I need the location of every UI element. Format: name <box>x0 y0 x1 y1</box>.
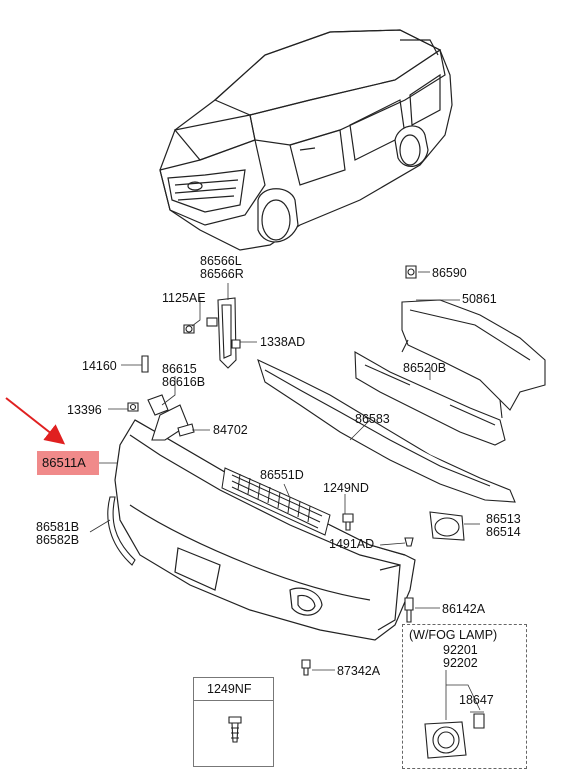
reinforcement-86583 <box>257 358 516 503</box>
callout-13396: 13396 <box>67 403 102 417</box>
callout-1249ND: 1249ND <box>323 481 369 495</box>
callout-1338AD: 1338AD <box>260 335 306 349</box>
callout-86566R: 86566R <box>200 267 244 281</box>
inset-1249NF-label: 1249NF <box>207 682 252 696</box>
callout-84702: 84702 <box>213 423 248 437</box>
beam-50861 <box>401 299 546 419</box>
inset-1249NF <box>193 677 274 767</box>
callout-86511A: 86511A <box>42 455 86 470</box>
callout-92202: 92202 <box>443 656 478 670</box>
fog-cover-86513 <box>429 511 465 541</box>
inset-fog-lamp <box>402 624 527 769</box>
grille-86551D <box>221 467 331 536</box>
bumper-cover <box>114 419 416 641</box>
callout-86551D: 86551D <box>260 468 304 482</box>
callout-86583: 86583 <box>355 412 390 426</box>
callout-14160: 14160 <box>82 359 117 373</box>
callout-18647: 18647 <box>459 693 494 707</box>
callout-86582B: 86582B <box>36 533 80 547</box>
callout-86142A: 86142A <box>442 602 486 616</box>
highlight-86511A <box>37 451 99 475</box>
callout-86513: 86513 <box>486 512 521 526</box>
fasteners <box>127 265 417 676</box>
callout-50861: 50861 <box>462 292 497 306</box>
screw-icon <box>228 716 242 743</box>
bracket-86566 <box>206 297 237 369</box>
callout-86590: 86590 <box>432 266 467 280</box>
inset-fog-title: (W/FOG LAMP) <box>409 628 498 642</box>
callout-87342A: 87342A <box>337 664 381 678</box>
pointer-arrow <box>5 397 66 445</box>
callout-86520B: 86520B <box>403 361 447 375</box>
callout-86581B: 86581B <box>36 520 80 534</box>
callout-92201: 92201 <box>443 643 478 657</box>
vehicle-illustration <box>159 29 453 251</box>
callout-86615: 86615 <box>162 362 197 376</box>
absorber-86520B <box>354 351 506 446</box>
side-moulding <box>107 496 136 566</box>
callout-86566L: 86566L <box>200 254 242 268</box>
callout-86616B: 86616B <box>162 375 206 389</box>
leader-lines <box>89 271 484 720</box>
callout-86514: 86514 <box>486 525 521 539</box>
callout-1125AE: 1125AE <box>162 291 206 305</box>
callout-1491AD: 1491AD <box>329 537 375 551</box>
fog-lamp-inset <box>424 713 485 759</box>
